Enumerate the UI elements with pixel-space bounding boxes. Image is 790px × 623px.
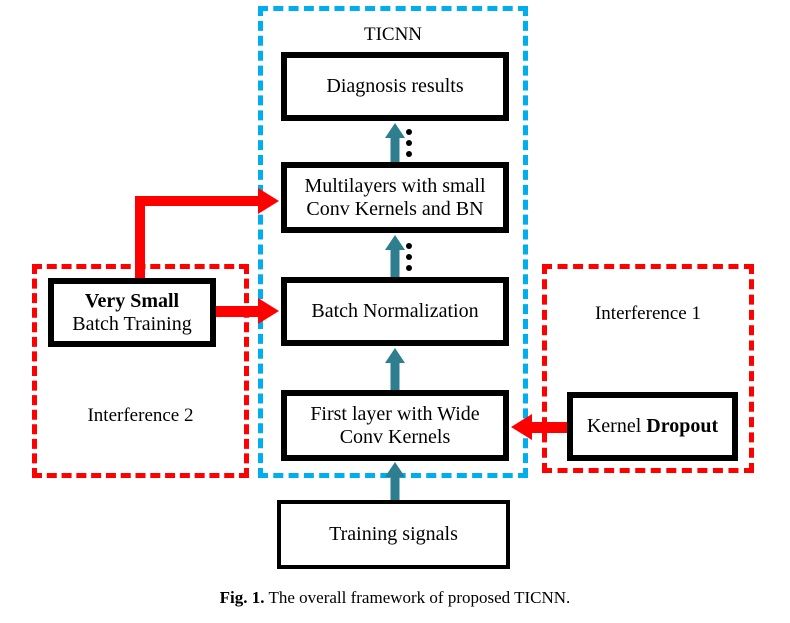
arrow-shaft xyxy=(390,475,400,500)
node-kernel-dropout[interactable]: Kernel Dropout xyxy=(567,392,738,461)
arrowhead-up-icon xyxy=(385,462,405,477)
node-kernel-dropout-label: Kernel Dropout xyxy=(581,415,724,438)
node-batch-normalization-label: Batch Normalization xyxy=(311,300,479,322)
arrowhead-right-to-batchnorm-icon xyxy=(258,298,279,324)
group-label-interference-1: Interference 1 xyxy=(594,303,701,324)
arrowhead-left-to-firstlayer-icon xyxy=(511,414,532,440)
node-very-small-line2: Batch Training xyxy=(72,312,192,335)
vertical-ellipsis-lower-icon xyxy=(406,243,413,276)
node-diagnosis-results[interactable]: Diagnosis results xyxy=(281,52,509,121)
arrow-shaft xyxy=(390,136,400,162)
group-box-interference-1 xyxy=(542,264,754,473)
group-label-interference-2: Interference 2 xyxy=(87,405,194,426)
node-very-small-line1: Very Small xyxy=(84,289,180,312)
arrow-shaft xyxy=(390,361,400,390)
figure-caption-label: Fig. 1. xyxy=(219,588,265,607)
node-first-layer-line2: Conv Kernels xyxy=(339,425,451,448)
red-path-dropout-horizontal xyxy=(530,422,575,433)
node-first-layer[interactable]: First layer with Wide Conv Kernels xyxy=(281,390,509,461)
node-multilayers-line1: Multilayers with small xyxy=(304,174,486,197)
group-label-ticnn: TICNN xyxy=(363,24,423,45)
node-diagnosis-results-label: Diagnosis results xyxy=(326,75,464,97)
figure-caption-text: The overall framework of proposed TICNN. xyxy=(268,588,571,607)
node-kernel-dropout-word1: Kernel xyxy=(586,415,647,437)
node-first-layer-line1: First layer with Wide xyxy=(310,402,480,425)
red-path-to-batchnorm-horizontal xyxy=(216,306,266,317)
node-training-signals-label: Training signals xyxy=(329,523,458,545)
arrowhead-up-icon xyxy=(385,123,405,138)
node-very-small-batch-training-label: Very Small Batch Training xyxy=(66,290,197,336)
node-batch-normalization[interactable]: Batch Normalization xyxy=(281,277,509,346)
red-path-riser-vertical xyxy=(135,196,145,294)
arrow-shaft xyxy=(390,248,400,277)
arrowhead-right-to-multilayers-icon xyxy=(258,188,279,214)
vertical-ellipsis-upper-icon xyxy=(406,129,413,162)
node-multilayers-label: Multilayers with small Conv Kernels and … xyxy=(298,175,491,221)
node-very-small-batch-training[interactable]: Very Small Batch Training xyxy=(48,278,216,347)
node-multilayers-line2: Conv Kernels and BN xyxy=(306,197,484,220)
node-training-signals[interactable]: Training signals xyxy=(277,500,510,569)
figure-caption: Fig. 1. The overall framework of propose… xyxy=(0,588,790,608)
arrowhead-up-icon xyxy=(385,348,405,363)
arrowhead-up-icon xyxy=(385,235,405,250)
node-first-layer-label: First layer with Wide Conv Kernels xyxy=(304,403,485,449)
node-kernel-dropout-word2: Dropout xyxy=(646,415,719,437)
red-path-top-horizontal xyxy=(135,196,265,206)
node-multilayers[interactable]: Multilayers with small Conv Kernels and … xyxy=(281,162,509,233)
